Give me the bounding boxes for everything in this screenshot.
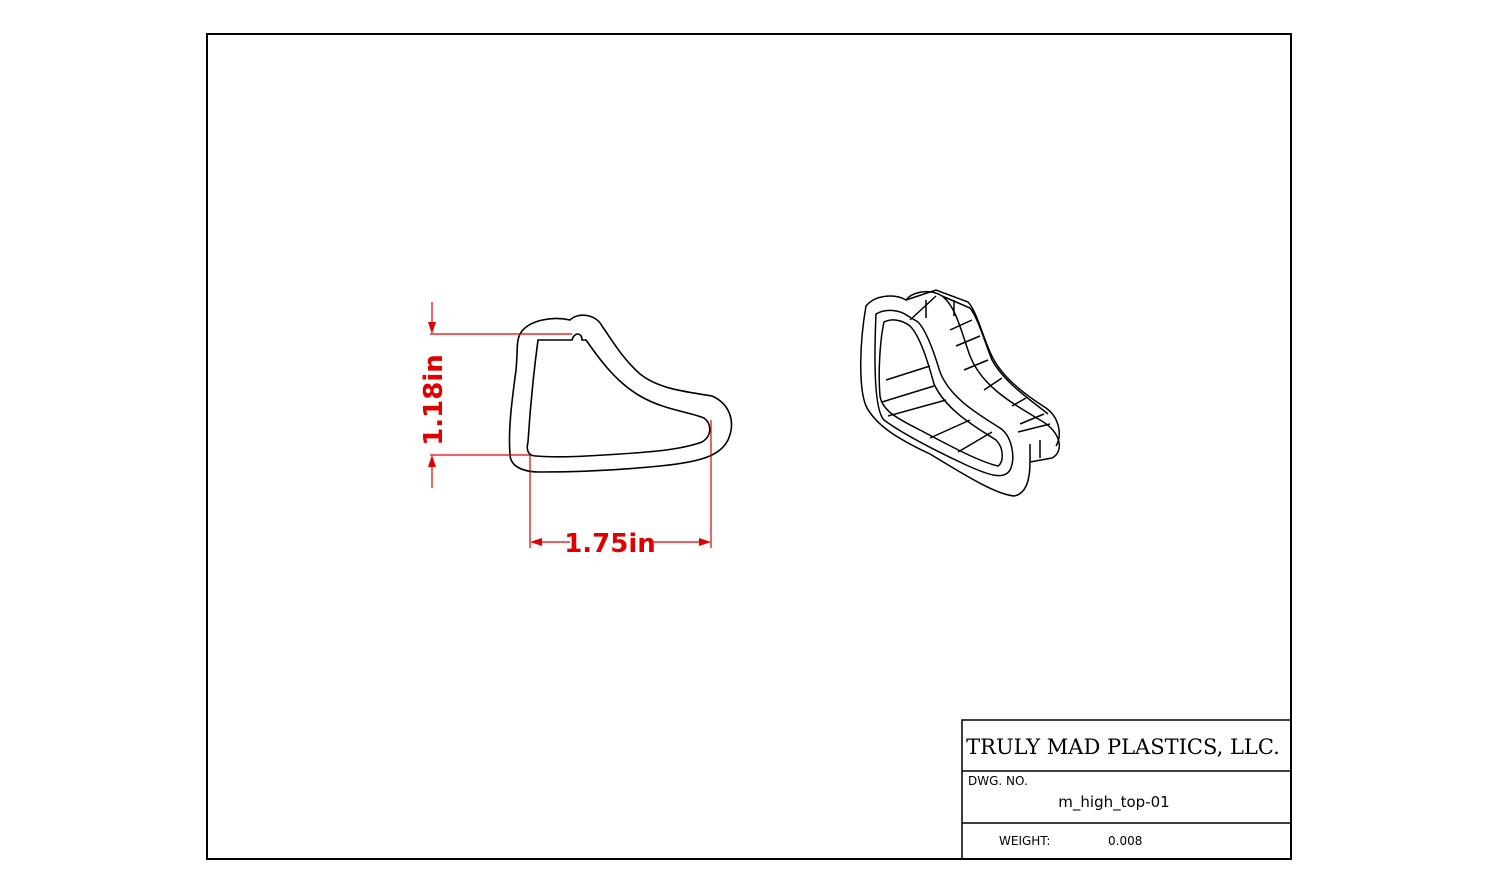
iso-cross-line-6	[909, 295, 937, 321]
isometric-view	[859, 289, 1061, 497]
iso-cross-line-9	[963, 359, 989, 371]
iso-cross-line-4	[929, 419, 971, 439]
company-name: TRULY MAD PLASTICS, LLC.	[966, 735, 1280, 759]
height-arrowhead-bottom	[428, 455, 436, 467]
weight-value: 0.008	[1108, 834, 1142, 848]
sheet-border	[206, 33, 1292, 860]
iso-cross-line-7	[949, 319, 973, 331]
iso-cross-line-5	[957, 431, 993, 453]
dwg-no-value: m_high_top-01	[1058, 793, 1169, 812]
width-arrowhead-right	[699, 538, 711, 546]
iso-cross-line-3	[887, 399, 947, 417]
iso-cross-line-8	[955, 335, 981, 347]
width-dimension-label: 1.75in	[564, 529, 656, 559]
shoe-inner-outline	[526, 333, 711, 458]
weight-label: WEIGHT:	[999, 834, 1050, 848]
iso-cross-line-10	[983, 377, 1003, 391]
front-view	[508, 314, 733, 473]
iso-cross-line-2	[881, 385, 935, 403]
title-block-frame	[961, 719, 1292, 860]
iso-outer-front-edge	[859, 290, 1061, 497]
dimension-annotations	[428, 302, 712, 548]
dwg-no-label: DWG. NO.	[968, 774, 1028, 788]
iso-cross-line-1	[885, 365, 931, 381]
iso-cross-line-13	[1017, 423, 1051, 433]
height-arrowhead-top	[428, 322, 436, 334]
iso-inner-rim	[878, 319, 1003, 467]
width-arrowhead-left	[530, 538, 542, 546]
iso-inner-front-edge	[874, 309, 1014, 477]
title-block	[961, 719, 1292, 860]
iso-back-rim	[905, 289, 1060, 447]
iso-cross-line-11	[1011, 397, 1027, 407]
height-dimension-label: 1.18in	[419, 354, 449, 446]
shoe-outer-outline	[508, 314, 733, 473]
iso-cross-line-12	[1019, 413, 1045, 425]
iso-back-rim-inner	[941, 295, 1049, 415]
